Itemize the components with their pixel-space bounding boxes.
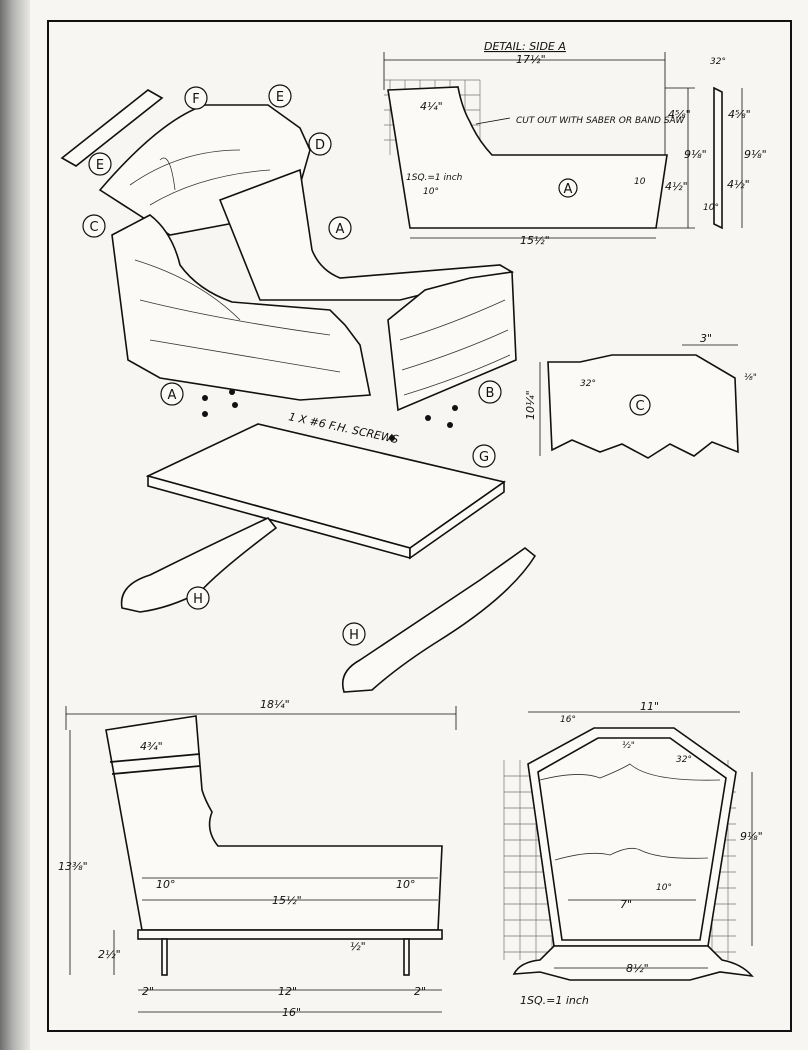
detail-part-c: 3" 32° ⅛" 10¼" C (524, 332, 757, 459)
end-height: 9⅛" (740, 830, 763, 843)
end-inner-width: 7" (620, 898, 632, 911)
marker-b: B (486, 386, 495, 401)
detail-c-width: 3" (700, 332, 712, 345)
detail-c-part: C (635, 399, 644, 414)
marker-f: F (192, 92, 199, 107)
detail-a-overall-length: 17½" (516, 53, 546, 66)
part-c-outline (547, 354, 739, 459)
side-view: 18¼" 4¾" 10° 10° 15½" ½" 13⅜" 2½" 2" 12"… (58, 698, 457, 1019)
side-view-leg-right (403, 938, 410, 976)
detail-a-part: A (564, 182, 573, 197)
detail-a-edge-total: 9⅛" (744, 148, 767, 161)
end-scale: 1SQ.=1 inch (520, 994, 589, 1007)
part-c-marker (629, 394, 651, 416)
detail-a-end-angle: 10° (423, 187, 439, 197)
part-e-loose-panel (60, 89, 164, 167)
end-top-width: 11" (640, 700, 659, 713)
exploded-view: F E D E C A A B 1 (60, 84, 537, 693)
side-view-leg-left (161, 938, 168, 976)
detail-a-scale: 1SQ.=1 inch (406, 173, 463, 183)
part-h-rocker-right (341, 547, 537, 693)
screws (202, 389, 458, 441)
side-angle-right: 10° (396, 878, 416, 891)
detail-c-height: 10¼" (524, 390, 537, 420)
part-h-rocker-left (120, 517, 278, 613)
detail-a-edge-top-angle: 32° (710, 57, 726, 67)
part-a-marker (558, 178, 578, 198)
marker-a-left: A (168, 388, 177, 403)
side-bottom-length: 15½" (272, 894, 302, 907)
side-leg-offset-left: 2" (142, 985, 154, 998)
side-top-width: 4¾" (140, 740, 163, 753)
marker-e-left: E (96, 158, 104, 173)
marker-c: C (89, 220, 98, 235)
detail-side-a: DETAIL: SIDE A 17½" CUT OUT WITH SABER O… (383, 40, 767, 247)
detail-a-edge-lower: 4½" (727, 178, 750, 191)
part-b-footboard (387, 271, 517, 412)
side-height: 13⅜" (58, 860, 88, 873)
end-view-inner (537, 737, 727, 941)
detail-side-a-title: DETAIL: SIDE A (484, 40, 566, 53)
part-a-left-side (111, 214, 371, 401)
detail-c-thickness: ⅛" (744, 373, 757, 383)
detail-c-angle: 32° (580, 379, 596, 389)
end-view-rocker (512, 945, 754, 981)
side-leg-height: 2½" (98, 948, 121, 961)
side-base-length: 16" (282, 1006, 301, 1019)
side-a-edge-view (713, 86, 723, 230)
side-leg-spacing: 12" (278, 985, 297, 998)
side-overall-length: 18¼" (260, 698, 290, 711)
side-angle-left: 10° (156, 878, 176, 891)
end-top-thickness: ½" (622, 741, 635, 751)
end-view: 11" 16° ½" 32° 9⅛" 10° 7" 8½" 1SQ.=1 inc… (503, 700, 763, 1007)
detail-a-note: CUT OUT WITH SABER OR BAND SAW (516, 116, 686, 126)
detail-a-notch: 4¼" (420, 100, 443, 113)
marker-a-right: A (336, 222, 345, 237)
detail-a-edge-upper: 4⅝" (728, 108, 751, 121)
end-angle-side: 32° (676, 755, 692, 765)
detail-a-edge-bottom-angle: 10° (703, 203, 719, 213)
end-angle-top: 16° (560, 715, 576, 725)
drawing-border (47, 20, 792, 1032)
exploded-part-markers: F E D E C A A B (82, 84, 502, 406)
detail-a-height-total: 9⅛" (684, 148, 707, 161)
side-leg-offset-right: 2" (414, 985, 426, 998)
detail-a-height-upper: 4⅝" (668, 108, 691, 121)
marker-h-left: H (193, 592, 203, 607)
marker-h-right: H (349, 628, 359, 643)
side-base-thickness: ½" (350, 940, 366, 953)
marker-d: D (315, 138, 325, 153)
detail-a-bottom-length: 15½" (520, 234, 550, 247)
book-spine-shadow (0, 0, 30, 1050)
side-view-body (105, 715, 443, 931)
marker-g: G (479, 450, 489, 465)
side-view-base (137, 929, 443, 940)
marker-e-top: E (276, 90, 284, 105)
end-base-width: 8½" (626, 962, 649, 975)
side-a-outline (387, 86, 668, 229)
detail-a-end-angle-right: 10 (634, 177, 646, 187)
end-angle-inner: 10° (656, 883, 672, 893)
detail-a-height-lower: 4½" (665, 180, 688, 193)
